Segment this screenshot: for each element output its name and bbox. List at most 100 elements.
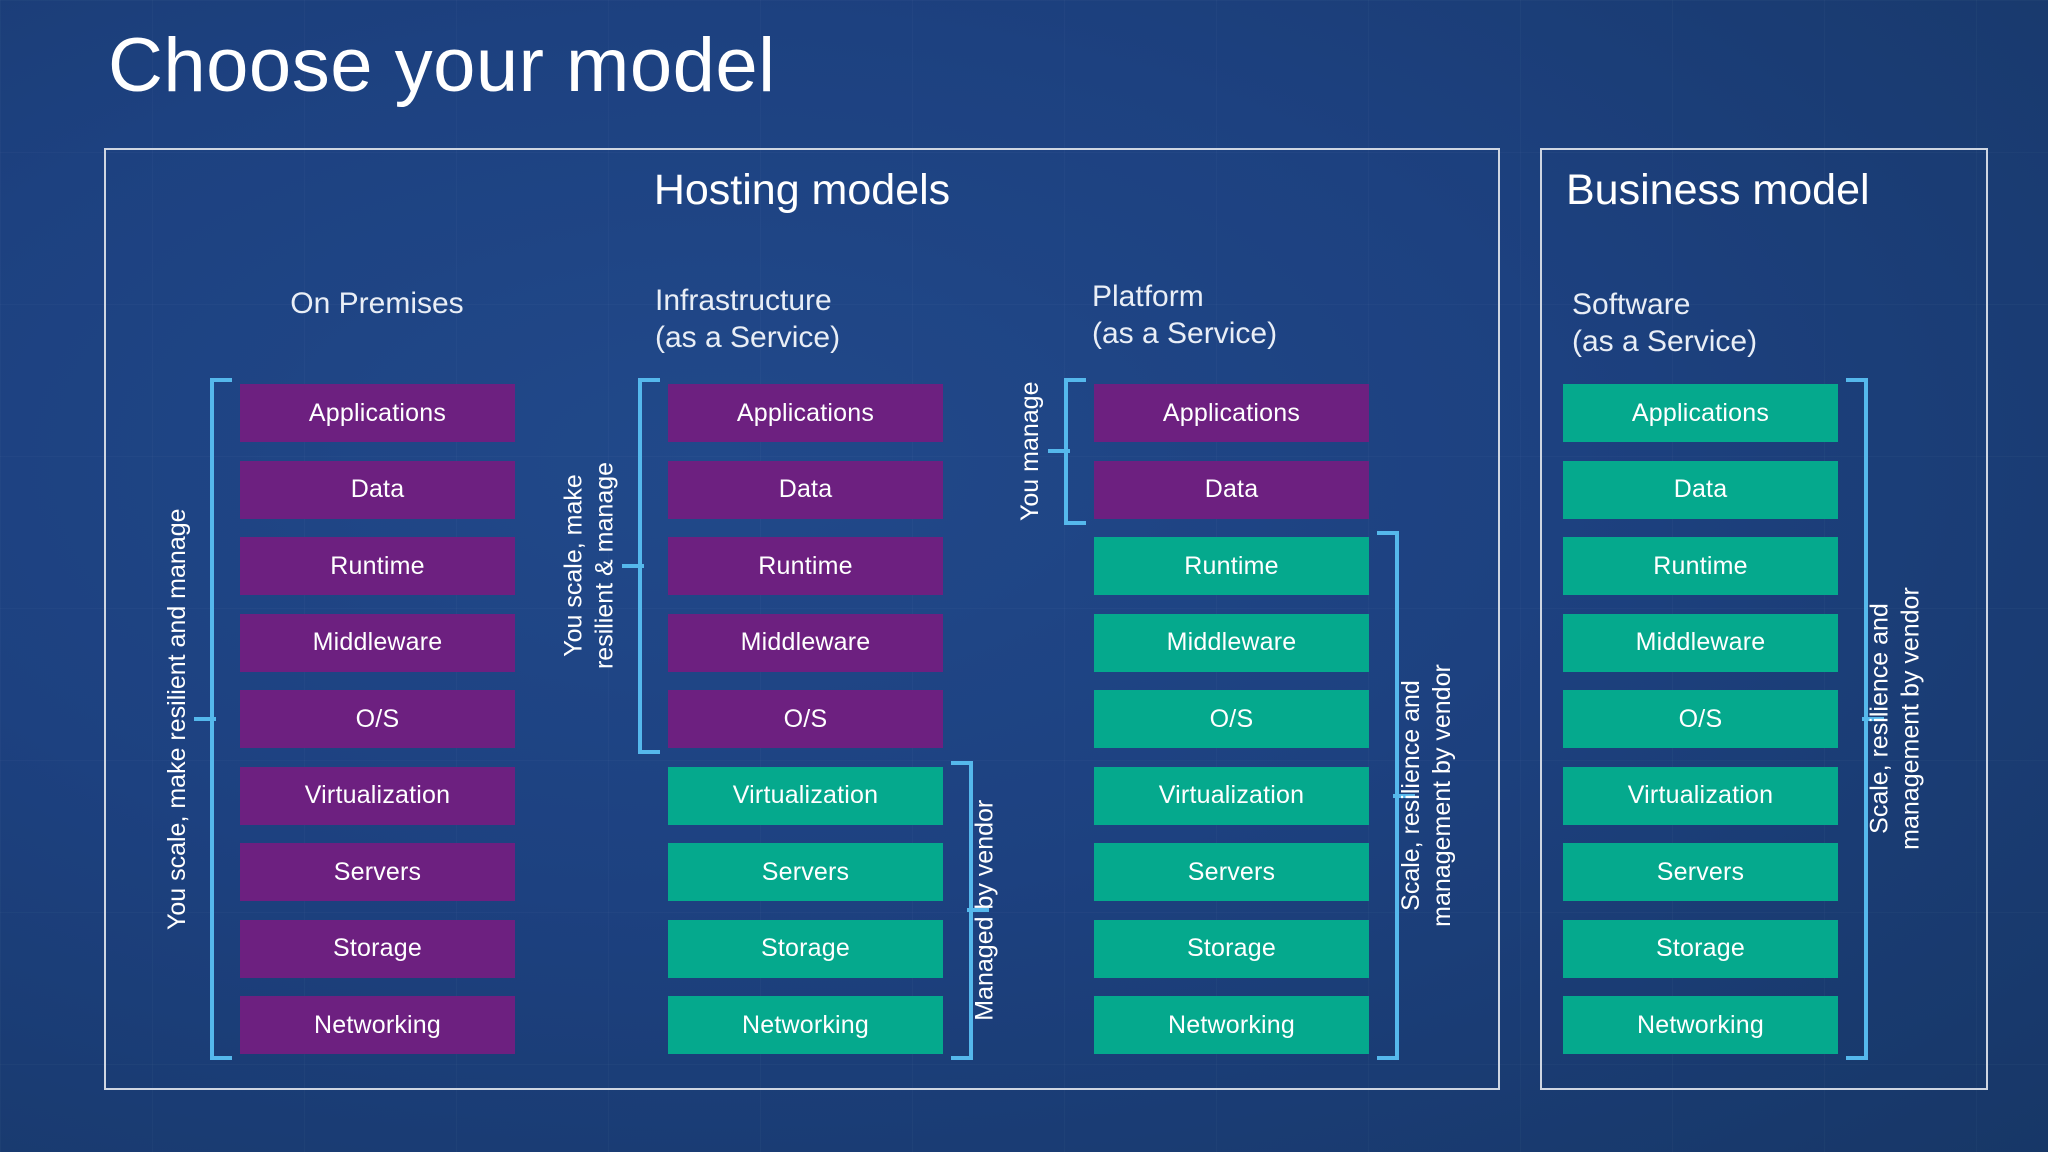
layer-label: Middleware <box>312 628 443 656</box>
layer-label: Data <box>350 475 405 503</box>
layer-box-infrastructure-networking[interactable]: Networking <box>668 996 943 1054</box>
layer-label: Data <box>1673 475 1728 503</box>
layer-box-infrastructure-runtime[interactable]: Runtime <box>668 537 943 595</box>
bracket-tick <box>1048 449 1070 454</box>
column-heading-infrastructure: Infrastructure(as a Service) <box>655 283 955 356</box>
column-heading-main: Platform <box>1092 280 1204 313</box>
page-title: Choose your model <box>108 23 776 108</box>
layer-label: Servers <box>1187 857 1276 886</box>
column-heading-platform: Platform(as a Service) <box>1092 279 1392 352</box>
layer-label: Runtime <box>1653 551 1748 580</box>
layer-box-software-networking[interactable]: Networking <box>1563 996 1838 1054</box>
layer-label: Runtime <box>758 551 853 580</box>
layer-label: Networking <box>1167 1010 1296 1039</box>
layer-label: Virtualization <box>1158 781 1305 809</box>
bracket-label-iaas-you: You scale, make resilient & manage <box>559 461 619 670</box>
bracket-label-paas-vendor: Scale, resilience and management by vend… <box>1396 663 1456 927</box>
bracket-tick <box>622 564 644 568</box>
layer-label: Storage <box>1187 934 1276 962</box>
column-heading-software: Software(as a Service) <box>1572 287 1872 360</box>
bracket-paas-you <box>1048 378 1086 525</box>
column-heading-on-premises: On Premises <box>236 286 518 323</box>
layer-box-platform-middleware[interactable]: Middleware <box>1094 613 1369 672</box>
layer-label: Storage <box>761 934 850 962</box>
layer-box-infrastructure-storage[interactable]: Storage <box>668 919 943 978</box>
layer-box-on-premises-networking[interactable]: Networking <box>240 996 515 1054</box>
business-model-panel: Business model <box>1540 148 1988 1090</box>
bracket-tick <box>194 717 216 721</box>
layer-box-on-premises-middleware[interactable]: Middleware <box>240 613 515 672</box>
layer-box-platform-networking[interactable]: Networking <box>1094 996 1369 1054</box>
bracket-paas-vendor <box>1377 531 1415 1060</box>
layer-box-platform-runtime[interactable]: Runtime <box>1094 537 1369 595</box>
bracket-tick <box>967 908 989 913</box>
layer-box-on-premises-servers[interactable]: Servers <box>240 843 515 901</box>
layer-box-infrastructure-applications[interactable]: Applications <box>668 384 943 442</box>
layer-box-infrastructure-o-s[interactable]: O/S <box>668 690 943 748</box>
layer-label: Servers <box>333 857 422 886</box>
layer-box-on-premises-runtime[interactable]: Runtime <box>240 537 515 595</box>
layer-label: O/S <box>355 704 400 733</box>
layer-box-infrastructure-virtualization[interactable]: Virtualization <box>668 766 943 825</box>
layer-box-platform-applications[interactable]: Applications <box>1094 384 1369 442</box>
layer-label: O/S <box>783 704 828 733</box>
layer-box-infrastructure-middleware[interactable]: Middleware <box>668 613 943 672</box>
layer-box-on-premises-applications[interactable]: Applications <box>240 384 515 442</box>
layer-label: Middleware <box>740 628 871 656</box>
layer-box-on-premises-virtualization[interactable]: Virtualization <box>240 766 515 825</box>
layer-box-software-storage[interactable]: Storage <box>1563 919 1838 978</box>
layer-box-software-runtime[interactable]: Runtime <box>1563 537 1838 595</box>
layer-label: Data <box>1204 475 1259 503</box>
bracket-label-on-prem-you: You scale, make resilient and manage <box>162 507 191 930</box>
column-heading-sub: (as a Service) <box>655 320 841 354</box>
hosting-models-panel: Hosting models <box>104 148 1500 1090</box>
layer-label: O/S <box>1678 704 1723 733</box>
layer-box-platform-data[interactable]: Data <box>1094 460 1369 519</box>
bracket-tick <box>1393 793 1415 798</box>
layer-label: Middleware <box>1635 628 1766 656</box>
layer-box-software-servers[interactable]: Servers <box>1563 843 1838 901</box>
layer-box-software-o-s[interactable]: O/S <box>1563 690 1838 748</box>
layer-box-platform-storage[interactable]: Storage <box>1094 919 1369 978</box>
layer-label: Virtualization <box>304 781 451 809</box>
bracket-iaas-you <box>622 378 660 754</box>
layer-box-software-applications[interactable]: Applications <box>1563 384 1838 442</box>
column-heading-main: Infrastructure <box>655 284 832 317</box>
column-heading-sub: (as a Service) <box>1572 324 1758 358</box>
layer-label: Runtime <box>330 551 425 580</box>
layer-label: Networking <box>1636 1010 1765 1039</box>
layer-label: Applications <box>308 398 447 427</box>
layer-label: Data <box>778 475 833 503</box>
layer-box-platform-o-s[interactable]: O/S <box>1094 690 1369 748</box>
layer-box-infrastructure-servers[interactable]: Servers <box>668 843 943 901</box>
layer-label: Storage <box>333 934 422 962</box>
bracket-label-iaas-vendor: Managed by vendor <box>970 799 999 1021</box>
layer-box-infrastructure-data[interactable]: Data <box>668 460 943 519</box>
layer-label: Storage <box>1656 934 1745 962</box>
layer-box-on-premises-data[interactable]: Data <box>240 460 515 519</box>
layer-label: Servers <box>761 857 850 886</box>
layer-label: Runtime <box>1184 551 1279 580</box>
layer-box-software-virtualization[interactable]: Virtualization <box>1563 766 1838 825</box>
column-heading-main: Software <box>1572 288 1691 321</box>
column-heading-main: On Premises <box>290 287 464 320</box>
bracket-tick <box>1862 717 1884 721</box>
layer-label: Middleware <box>1166 628 1297 656</box>
business-model-title: Business model <box>1566 166 1870 214</box>
layer-box-on-premises-storage[interactable]: Storage <box>240 919 515 978</box>
layer-label: Virtualization <box>732 781 879 809</box>
bracket-saas-vendor <box>1846 378 1884 1060</box>
layer-label: Networking <box>313 1010 442 1039</box>
bracket-on-prem-you <box>194 378 232 1060</box>
hosting-models-title: Hosting models <box>653 166 951 214</box>
bracket-label-paas-you: You manage <box>1016 381 1045 521</box>
layer-box-platform-servers[interactable]: Servers <box>1094 843 1369 901</box>
layer-box-on-premises-o-s[interactable]: O/S <box>240 690 515 748</box>
layer-box-software-data[interactable]: Data <box>1563 460 1838 519</box>
layer-box-software-middleware[interactable]: Middleware <box>1563 613 1838 672</box>
layer-box-platform-virtualization[interactable]: Virtualization <box>1094 766 1369 825</box>
